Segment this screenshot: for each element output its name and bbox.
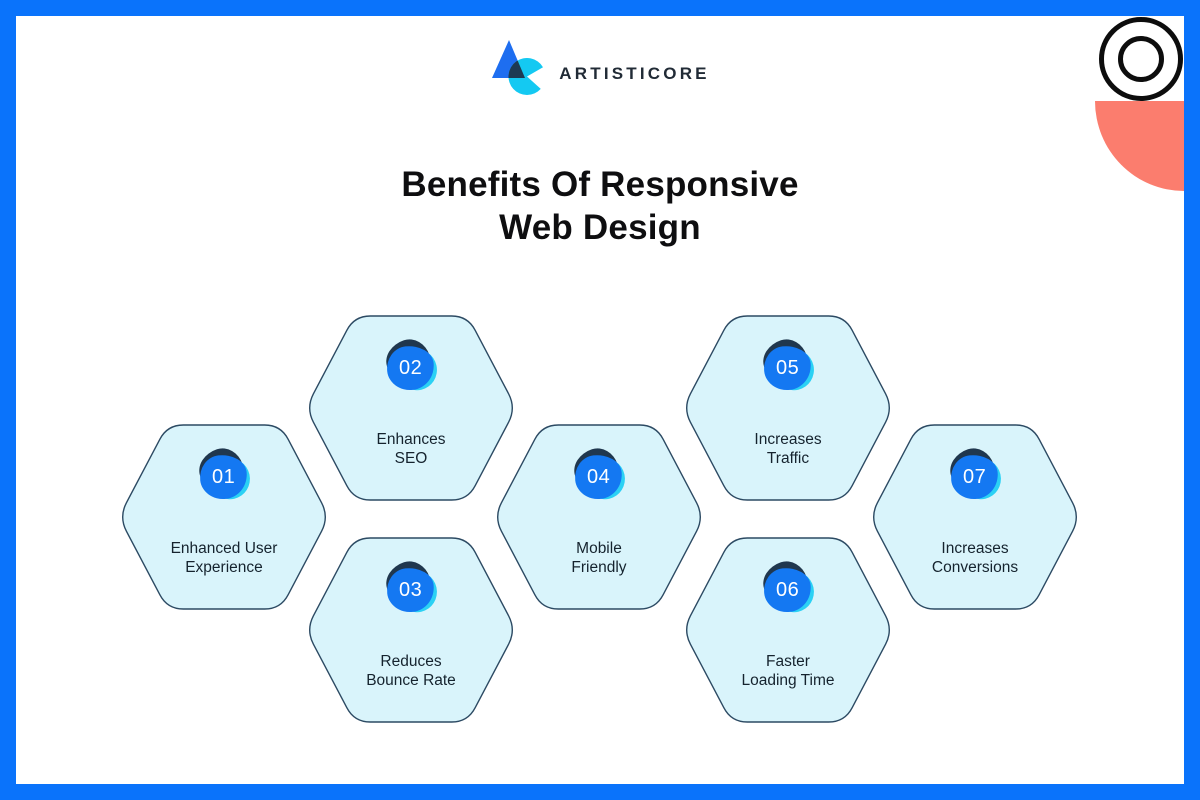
card-number-badge: 07	[944, 443, 1005, 503]
card-label-line2: Bounce Rate	[366, 672, 456, 689]
concentric-circles-icon	[1099, 17, 1183, 101]
card-label-line2: Conversions	[931, 559, 1019, 576]
card-label-line1: Faster	[766, 653, 810, 670]
card-label-line2: Traffic	[766, 450, 810, 467]
card-label: Enhanced User Experience	[119, 539, 329, 577]
card-number: 05	[775, 356, 800, 379]
card-label: Mobile Friendly	[494, 539, 704, 577]
card-label: Enhances SEO	[306, 430, 516, 468]
concentric-circles-inner-icon	[1118, 36, 1164, 82]
card-number-badge: 04	[568, 443, 629, 503]
card-number: 07	[962, 465, 987, 488]
card-number-badge: 06	[757, 556, 818, 616]
benefit-card-06: 06 Faster Loading Time	[683, 537, 893, 723]
card-number: 03	[398, 578, 423, 601]
card-label-line2: Experience	[185, 559, 263, 576]
card-label: Faster Loading Time	[683, 652, 893, 690]
card-label: Reduces Bounce Rate	[306, 652, 516, 690]
card-label-line2: Loading Time	[741, 672, 835, 689]
card-number: 04	[586, 465, 611, 488]
card-number-badge: 02	[380, 334, 441, 394]
card-number: 01	[211, 465, 236, 488]
benefit-card-03: 03 Reduces Bounce Rate	[306, 537, 516, 723]
card-label-line1: Increases	[754, 431, 822, 448]
benefit-card-01: 01 Enhanced User Experience	[119, 424, 329, 610]
brand-name: ARTISTICORE	[559, 64, 710, 83]
card-number-badge: 01	[193, 443, 254, 503]
benefit-card-05: 05 Increases Traffic	[683, 315, 893, 501]
card-number-badge: 03	[380, 556, 441, 616]
benefit-card-02: 02 Enhances SEO	[306, 315, 516, 501]
card-number: 02	[398, 356, 423, 379]
card-number: 06	[775, 578, 800, 601]
page-title: Benefits Of Responsive Web Design	[0, 163, 1200, 249]
page-title-line1: Benefits Of Responsive	[401, 165, 799, 204]
brand-logo-icon	[492, 40, 544, 96]
card-label-line2: SEO	[394, 450, 428, 467]
card-label-line1: Mobile	[576, 540, 622, 557]
card-label-line1: Enhanced User	[170, 540, 278, 557]
card-label: Increases Conversions	[870, 539, 1080, 577]
benefit-card-04: 04 Mobile Friendly	[494, 424, 704, 610]
card-label-line1: Enhances	[376, 431, 446, 448]
card-label-line2: Friendly	[571, 559, 627, 576]
brand-logo: ARTISTICORE	[0, 38, 1200, 96]
card-label-line1: Increases	[941, 540, 1009, 557]
benefit-card-07: 07 Increases Conversions	[870, 424, 1080, 610]
card-label: Increases Traffic	[683, 430, 893, 468]
card-label-line1: Reduces	[380, 653, 442, 670]
card-number-badge: 05	[757, 334, 818, 394]
page-title-line2: Web Design	[499, 208, 701, 247]
